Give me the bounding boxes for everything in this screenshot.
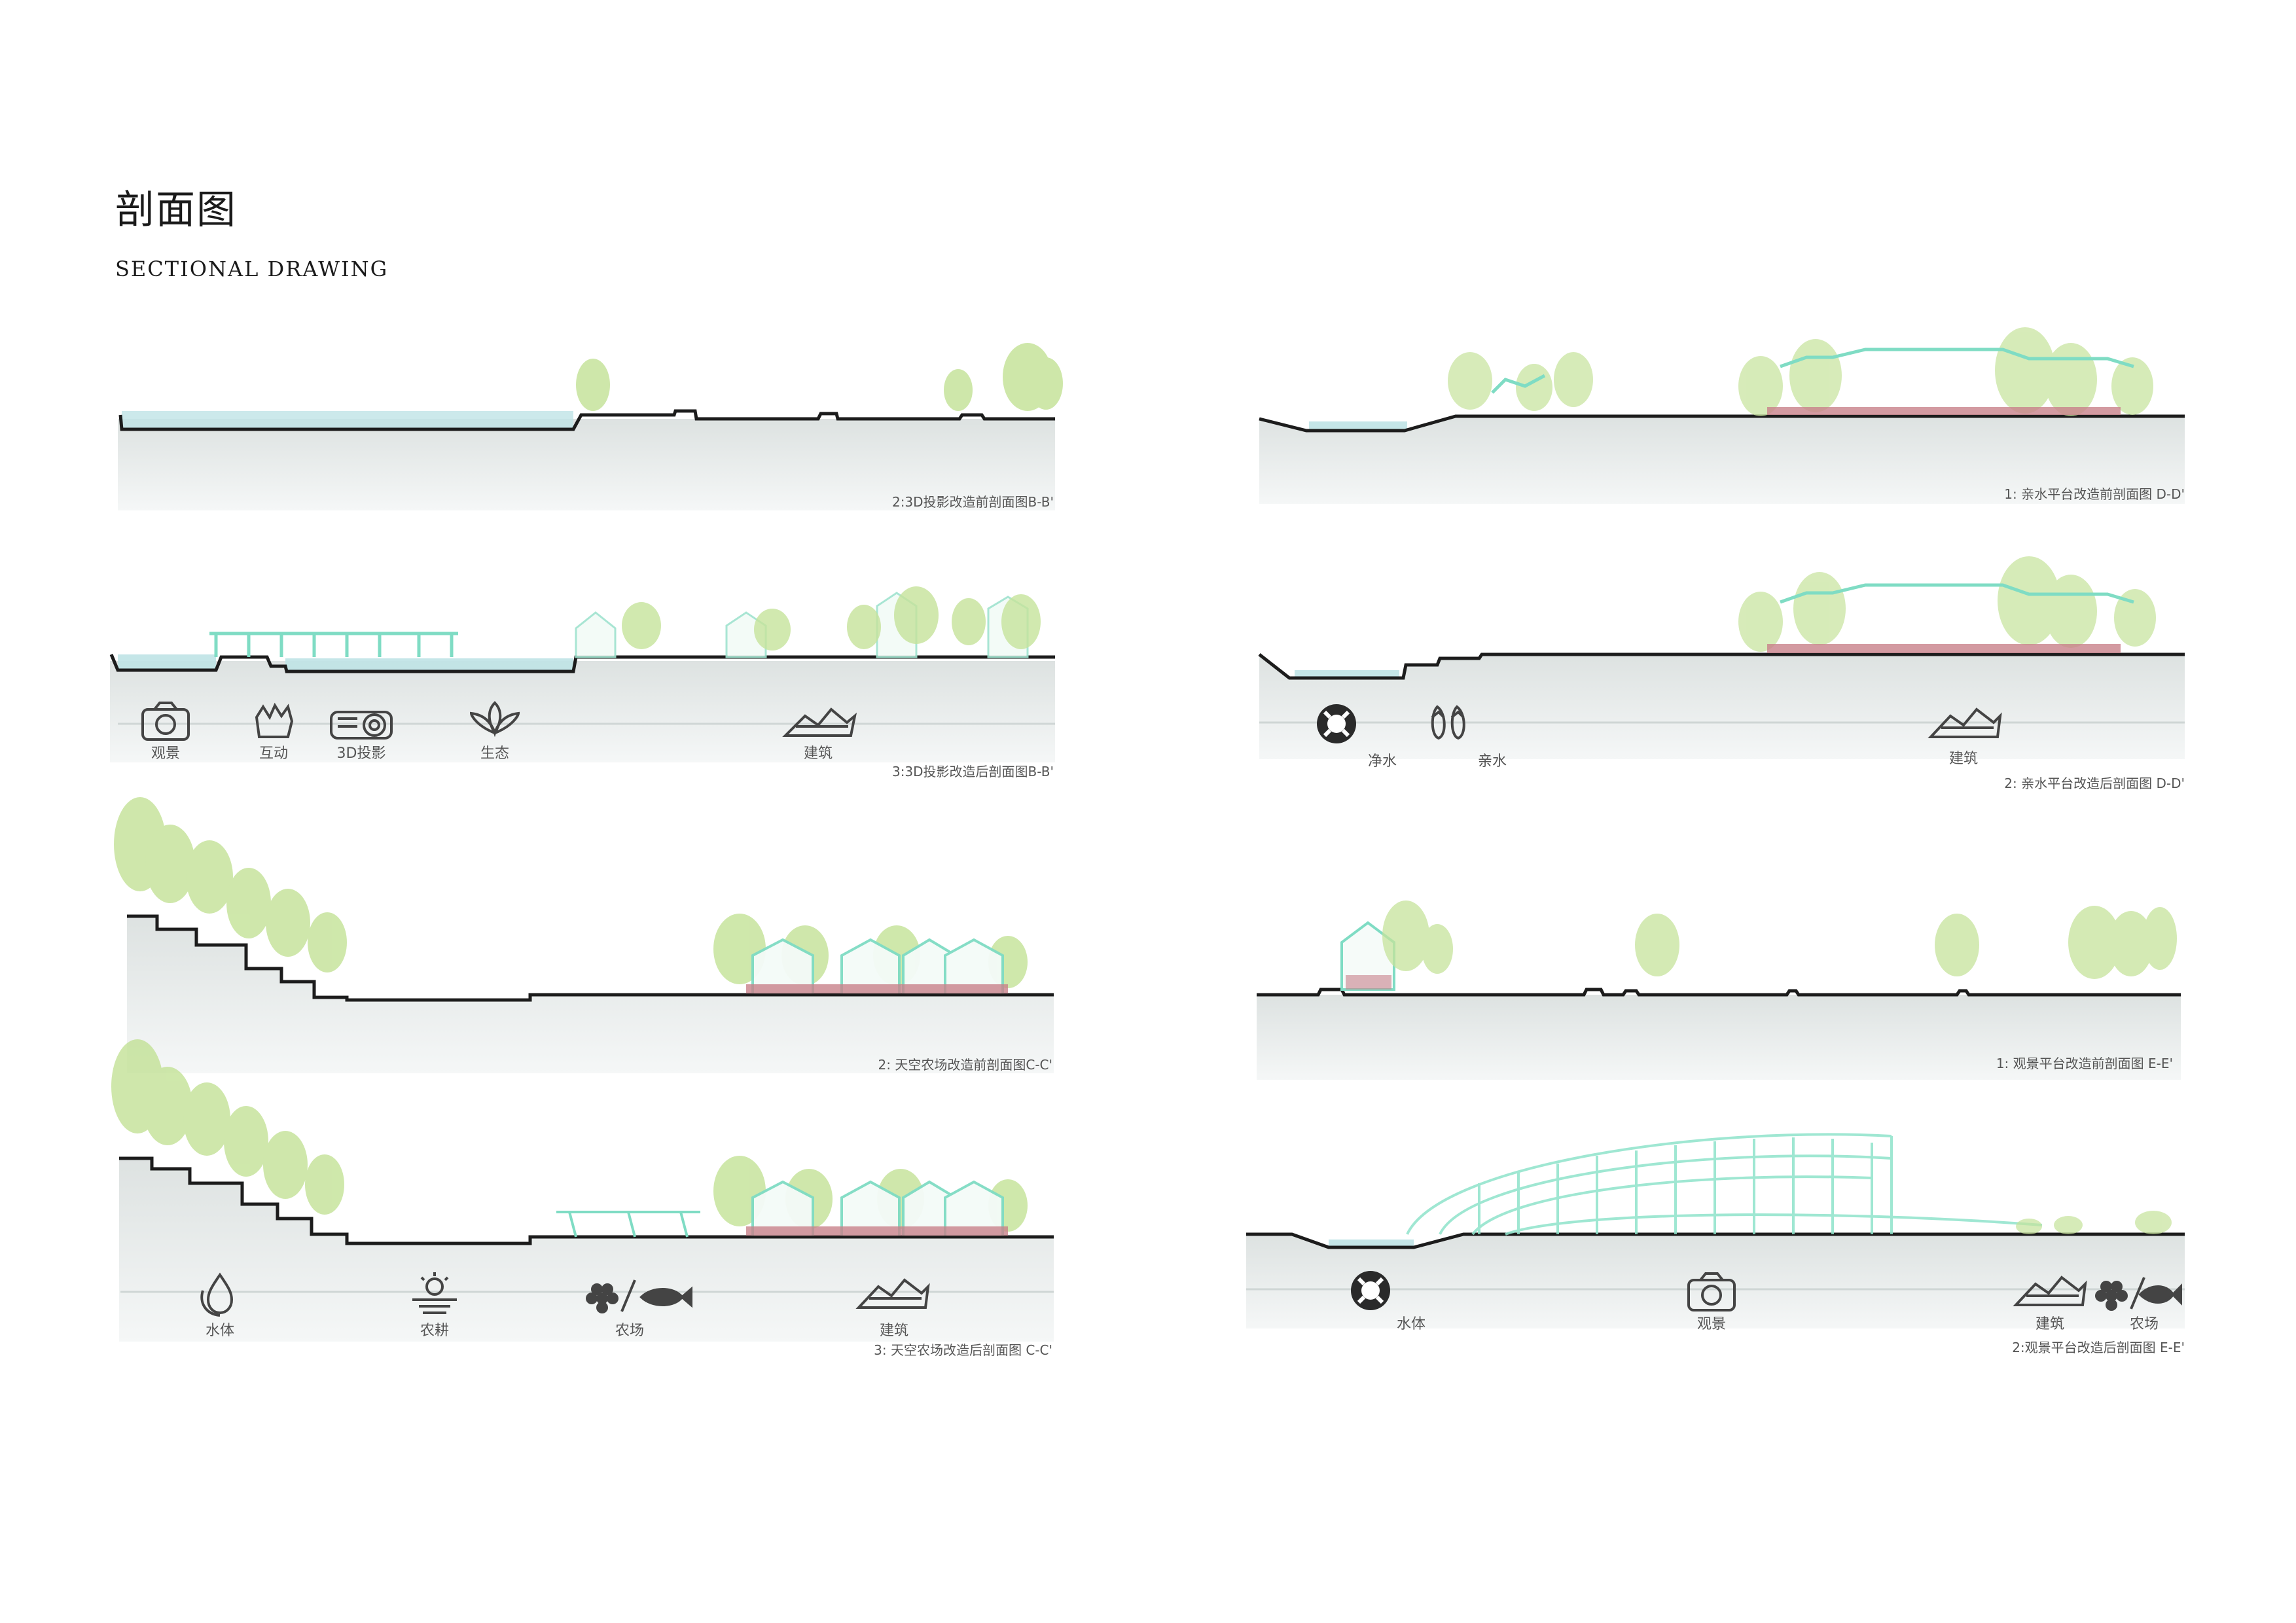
water-body: [1295, 670, 1399, 678]
icon-label: 3D投影: [337, 745, 386, 762]
tree-group: [576, 343, 1063, 411]
tree-group: [114, 797, 1028, 988]
camera-icon: [1687, 1272, 1736, 1311]
ground-fill: [110, 661, 1055, 762]
water-drop-icon: [200, 1272, 234, 1317]
lotus-icon: [469, 701, 520, 738]
section-caption: 3: 天空农场改造后剖面图 C-C': [874, 1342, 1052, 1358]
icon-label: 农场: [615, 1323, 644, 1339]
sculpture-frame: [1406, 1133, 2043, 1236]
grape-fish-icon: [586, 1279, 692, 1313]
ground-line: [127, 914, 1054, 1002]
tree-group: [1448, 327, 2153, 416]
ground-line: [1258, 652, 2185, 680]
sandals-icon: [1431, 705, 1465, 740]
tree-group: [1382, 901, 2177, 979]
icon-label: 水体: [1397, 1316, 1426, 1332]
projector-icon: [330, 711, 393, 740]
section-dd-after: 净水 亲水 建筑 2: 亲水平台改造后剖面图 D-D': [1258, 556, 2185, 791]
brick-base: [746, 984, 1008, 993]
pergola: [556, 1211, 700, 1238]
ground-line: [119, 1156, 1054, 1245]
ground-fill: [1259, 416, 2185, 504]
brick-base: [1346, 975, 1391, 990]
ground-fill: [118, 419, 1055, 510]
icon-label: 农场: [2130, 1316, 2159, 1332]
grape-fish-icon: [2095, 1277, 2182, 1311]
section-cc-before: 2: 天空农场改造前剖面图C-C': [114, 797, 1054, 1073]
greenhouse-row: [751, 938, 1004, 993]
ground-line: [1246, 1232, 2185, 1249]
water-body: [122, 411, 573, 429]
camera-icon: [141, 702, 190, 741]
section-cc-after: 水体 农耕 农场 建筑 3: 天空农场改造后剖面图 C-C': [111, 1039, 1054, 1358]
brick-base: [746, 1226, 1008, 1236]
shrub-group: [2016, 1211, 2172, 1234]
ground-line: [118, 409, 1055, 431]
greenhouse-row: [751, 1180, 1004, 1236]
section-caption: 3:3D投影改造后剖面图B-B': [892, 764, 1054, 779]
water-body: [285, 658, 573, 670]
lifebuoy-icon: [1317, 704, 1356, 743]
farming-icon: [412, 1272, 457, 1314]
tree-group: [622, 586, 1041, 651]
section-caption: 1: 观景平台改造前剖面图 E-E': [1996, 1056, 2173, 1071]
building-icon: [1928, 707, 2002, 738]
building-icon: [2013, 1275, 2087, 1306]
icon-label: 生态: [480, 745, 509, 762]
icon-label: 亲水: [1478, 753, 1507, 770]
section-dd-before: 1: 亲水平台改造前剖面图 D-D': [1259, 327, 2185, 504]
lifebuoy-icon: [1351, 1271, 1390, 1310]
section-caption: 2:观景平台改造后剖面图 E-E': [2012, 1340, 2185, 1355]
water-body: [118, 654, 216, 669]
section-ee-after: 水体 观景 建筑 农场 2:观景平台改造后剖面图 E-E': [1246, 1133, 2185, 1355]
icon-label: 净水: [1368, 753, 1397, 770]
building-icon: [782, 707, 857, 737]
icon-label: 建筑: [1949, 751, 1978, 767]
section-caption: 2: 亲水平台改造后剖面图 D-D': [2004, 776, 2185, 791]
icon-label: 观景: [151, 745, 180, 762]
brick-base: [1767, 644, 2121, 653]
icon-label: 建筑: [2036, 1316, 2064, 1332]
section-bb-before: 2:3D投影改造前剖面图B-B': [118, 343, 1063, 510]
pavilion-roof: [1491, 348, 2134, 394]
ground-fill: [1259, 654, 2185, 759]
icon-label: 建筑: [880, 1323, 908, 1339]
water-body: [1329, 1240, 1414, 1247]
section-ee-before: 1: 观景平台改造前剖面图 E-E': [1257, 901, 2181, 1080]
section-caption: 2: 天空农场改造前剖面图C-C': [878, 1057, 1052, 1073]
water-body: [1309, 421, 1407, 431]
icon-label: 建筑: [804, 745, 833, 762]
pavilion-roof: [1780, 583, 2134, 604]
page-subtitle: SECTIONAL DRAWING: [115, 257, 389, 281]
ground-line: [1259, 414, 2185, 433]
pergola: [209, 632, 458, 657]
icon-label: 农耕: [420, 1323, 449, 1339]
icon-label: 互动: [259, 745, 288, 762]
icon-label: 观景: [1697, 1316, 1726, 1332]
brick-base: [1767, 407, 2121, 415]
hand-icon: [255, 702, 294, 738]
ground-line: [109, 654, 1055, 673]
ground-line: [1257, 988, 2181, 997]
ground-fill: [119, 1158, 1054, 1342]
page-title: 剖面图: [115, 187, 237, 233]
section-caption: 2:3D投影改造前剖面图B-B': [892, 494, 1054, 510]
section-bb-after: 观景 互动 3D投影 生态 建筑 3:3D投影改造后剖面图B-B': [109, 586, 1055, 779]
building-icon: [855, 1278, 930, 1309]
section-caption: 1: 亲水平台改造前剖面图 D-D': [2004, 486, 2185, 502]
icon-label: 水体: [206, 1323, 234, 1339]
tree-group: [1738, 556, 2156, 652]
ground-fill: [1257, 995, 2181, 1080]
